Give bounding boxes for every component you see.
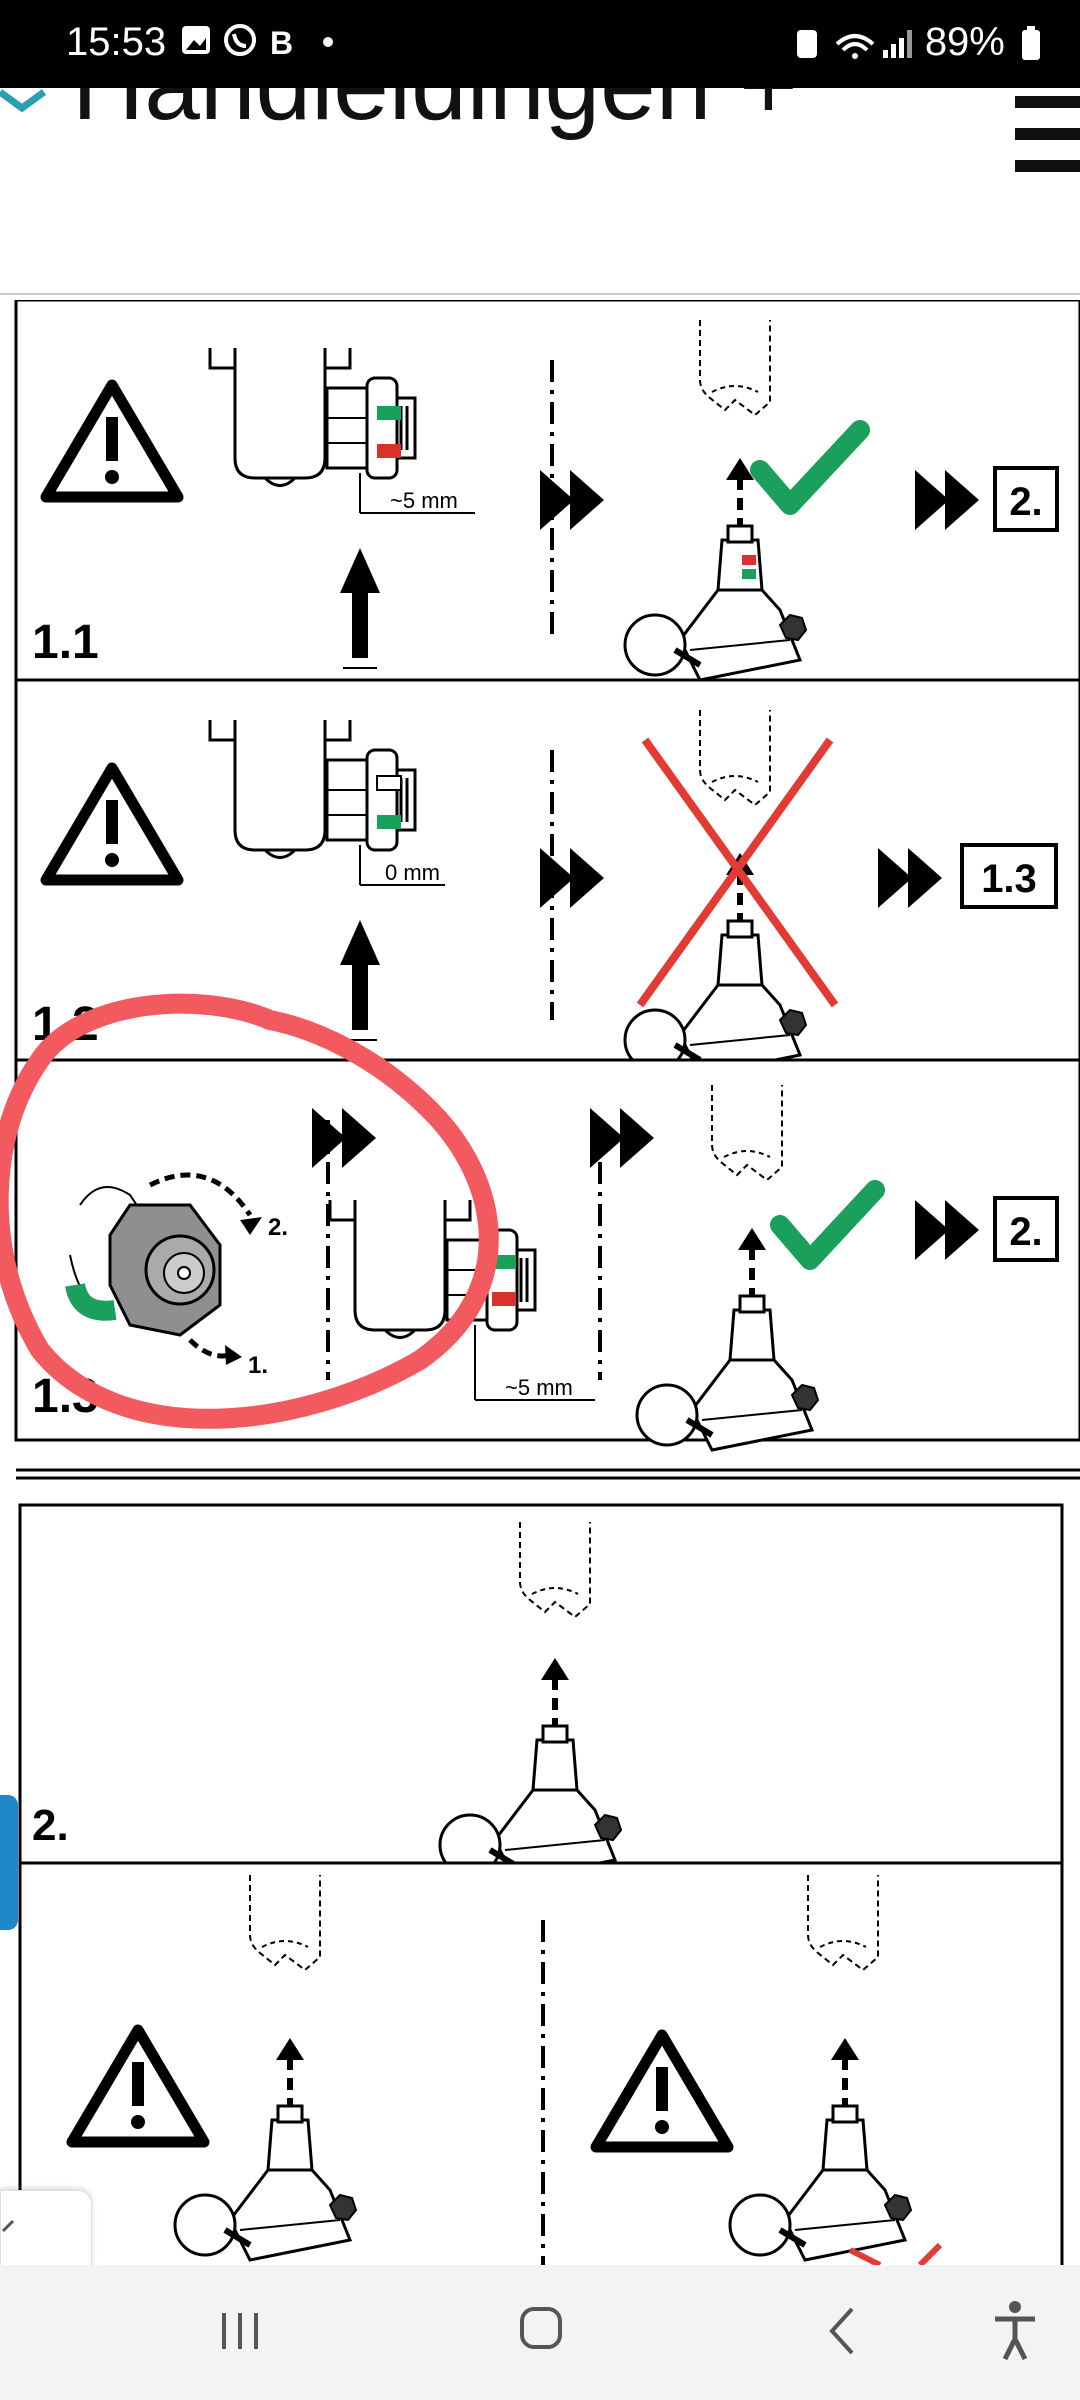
check-icon — [1, 2219, 15, 2233]
adjustment-knob-diagram: 2. 1. — [65, 1172, 288, 1379]
status-time: 15:53 — [66, 20, 167, 64]
checkmark-icon — [770, 1180, 885, 1270]
step-2-panel: 2. — [18, 1503, 1064, 1880]
svg-text:B: B — [270, 25, 293, 61]
navigation-bar — [0, 2265, 1080, 2400]
battery-percent: 89% — [924, 20, 1005, 64]
next-step-label: 2. — [1009, 480, 1042, 524]
site-logo-icon[interactable] — [0, 88, 60, 128]
checkmark-icon — [750, 420, 870, 515]
back-icon — [829, 2307, 854, 2355]
step-next-panel — [18, 1861, 1064, 2285]
measure-1-3: ~5 mm — [505, 1375, 573, 1400]
step-label-1-1: 1.1 — [32, 616, 99, 669]
accessibility-icon — [995, 2301, 1035, 2361]
signal-icon — [882, 30, 912, 59]
battery-icon — [1022, 26, 1040, 61]
home-button[interactable] — [480, 2285, 600, 2375]
measure-1-1: ~5 mm — [390, 488, 458, 513]
battery-saver-icon — [796, 30, 817, 59]
accessibility-button[interactable] — [955, 2285, 1075, 2375]
step-1-2-panel: 0 mm 1.3 1.2 — [14, 678, 1080, 1075]
measure-1-2: 0 mm — [385, 860, 440, 885]
next-step-label: 2. — [1009, 1210, 1042, 1254]
b-app-icon: B — [270, 25, 293, 61]
wifi-icon — [835, 34, 875, 60]
step-label-2: 2. — [32, 1801, 69, 1850]
rotation-step-1: 1. — [248, 1352, 268, 1379]
site-title[interactable]: Handleidingen + — [72, 88, 798, 143]
recent-apps-button[interactable] — [180, 2285, 300, 2375]
status-right: 89% — [796, 20, 1042, 65]
step-1-1-panel: ~5 mm 2. 1.1 — [14, 298, 1080, 689]
step-1-3-panel: 2. 1. ~5 mm 2. 1.3 — [14, 1058, 1080, 1450]
whatsapp-icon — [224, 24, 256, 56]
status-bar: 15:53 B 89% — [0, 0, 1080, 88]
manual-image: ~5 mm 2. 1.1 — [0, 298, 1080, 2285]
back-button[interactable] — [780, 2285, 900, 2375]
next-step-label: 1.3 — [981, 857, 1037, 901]
hamburger-menu-button[interactable] — [1015, 88, 1080, 178]
header-divider — [0, 293, 1080, 295]
site-header: Handleidingen + — [0, 88, 1080, 293]
rotation-step-2: 2. — [268, 1214, 288, 1241]
recent-apps-icon — [222, 2313, 258, 2349]
hitch-mount-diagram: ~5 mm — [208, 346, 475, 689]
cross-icon — [636, 737, 839, 1008]
floating-widget[interactable] — [0, 2190, 92, 2267]
notification-icons: B — [180, 22, 340, 71]
home-icon — [520, 2307, 562, 2349]
side-feedback-tab[interactable] — [0, 1795, 18, 1930]
gallery-icon — [182, 26, 210, 54]
annotation-circle — [0, 993, 499, 1429]
